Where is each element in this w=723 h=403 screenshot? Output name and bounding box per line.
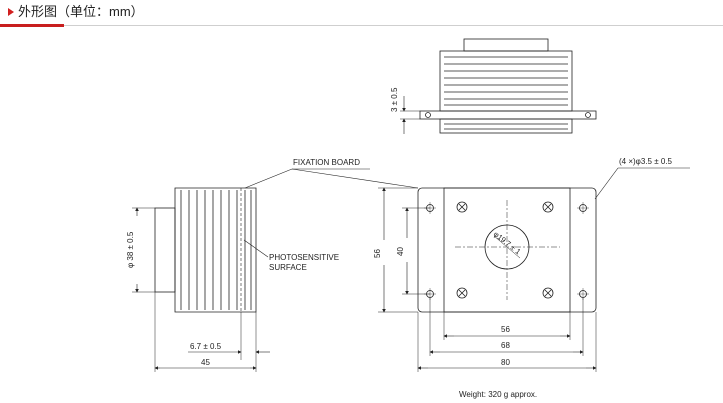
dim-width-80: 80 — [501, 358, 510, 367]
front-view — [378, 167, 690, 372]
section-header: 外形图（单位：mm） — [0, 0, 723, 27]
front-view-inner-frame — [443, 187, 571, 313]
top-view — [400, 38, 597, 134]
label-holes: (4 ×)φ3.5 ± 0.5 — [619, 157, 672, 166]
dim-height-inner: 40 — [396, 247, 405, 256]
dim-diameter-body: φ 38 ± 0.5 — [126, 231, 135, 268]
side-view — [132, 168, 419, 372]
weight-note: Weight: 320 g approx. — [459, 390, 537, 399]
label-photosensitive-line2: SURFACE — [269, 263, 307, 272]
side-view-body — [174, 187, 257, 313]
dim-height-outer: 56 — [373, 249, 382, 258]
dim-width-68: 68 — [501, 341, 510, 350]
header-accent-bar — [0, 24, 64, 27]
dim-top-thickness: 3 ± 0.5 — [390, 87, 399, 112]
dim-width-56: 56 — [501, 325, 510, 334]
section-title: 外形图（单位：mm） — [18, 4, 144, 19]
top-view-cap — [463, 38, 549, 52]
top-view-body — [439, 50, 573, 112]
dim-depth-surface: 6.7 ± 0.5 — [190, 342, 222, 351]
dim-length-total: 45 — [201, 358, 210, 367]
triangle-marker-icon — [8, 8, 14, 16]
header-divider — [0, 25, 723, 26]
label-photosensitive-line1: PHOTOSENSITIVE — [269, 253, 339, 262]
side-view-front-cap — [154, 207, 176, 293]
top-view-flange — [419, 110, 597, 120]
label-fixation-board: FIXATION BOARD — [293, 158, 360, 167]
